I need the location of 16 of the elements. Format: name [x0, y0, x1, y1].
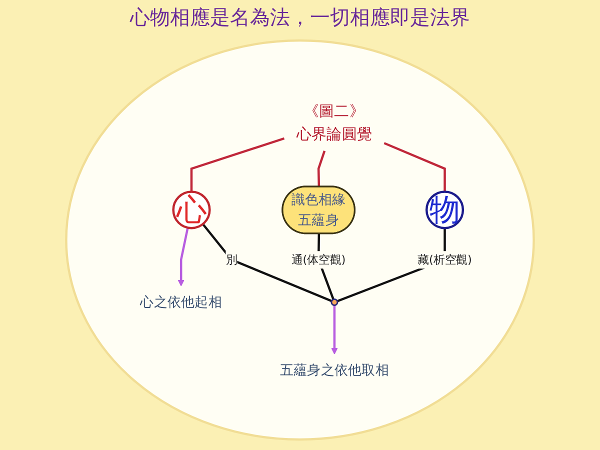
connector	[202, 223, 332, 302]
edge-label: 別	[226, 252, 238, 266]
arrow	[178, 227, 189, 286]
node-text: 心之依他起相	[140, 294, 222, 310]
node-circle: 物	[425, 190, 464, 230]
node-text: 五蘊身之依他取相	[280, 362, 389, 378]
note-text: 心物相應是名為法，一切相應即是法界	[130, 4, 470, 30]
arrow	[331, 305, 338, 354]
edge-label: 藏(析空觀)	[418, 252, 472, 266]
connector	[317, 150, 326, 187]
node-text: 《圖二》 心界論圓覺	[296, 102, 372, 143]
node-ellipse	[330, 298, 338, 306]
connector	[384, 142, 446, 192]
edge-label: 通(体空觀)	[291, 252, 346, 266]
connector	[190, 137, 285, 192]
node-circle: 心	[172, 190, 211, 230]
